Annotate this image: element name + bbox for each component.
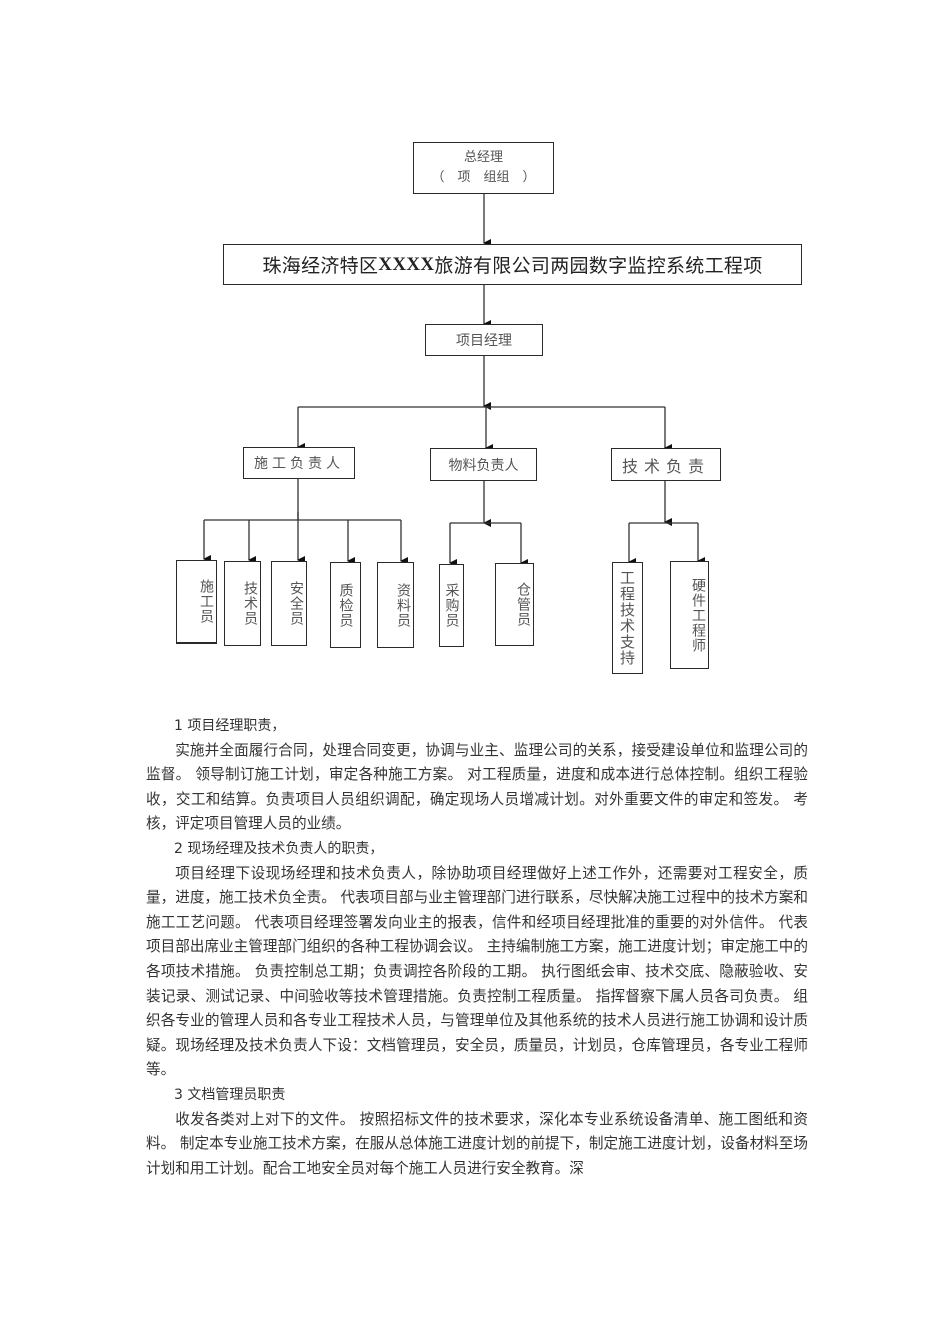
project-manager-box: 项目经理 xyxy=(425,324,543,356)
general-manager-box: 总经理 （ 项 组组 ） xyxy=(413,142,554,194)
construction-lead-label: 施工负责人 xyxy=(254,456,344,472)
general-manager-label: 总经理 xyxy=(463,150,503,165)
project-group-label: （ 项 组组 ） xyxy=(431,170,536,185)
section-body: 项目经理下设现场经理和技术负责人，除协助项目经理做好上述工作外，还需要对工程安全… xyxy=(146,864,808,1079)
role-box-technician: 技术员 xyxy=(224,561,261,646)
role-label: 安全员 xyxy=(288,581,304,626)
role-box-purchaser: 采购员 xyxy=(439,564,464,647)
role-label: 工程技术支持 xyxy=(618,570,636,666)
role-label: 资料员 xyxy=(395,582,411,628)
role-box-warehouse-keeper: 仓管员 xyxy=(495,563,534,646)
duties-text: 1 项目经理职责， 实施并全面履行合同，处理合同变更，协调与业主、监理公司的关系… xyxy=(146,714,808,1181)
section-heading: 2 现场经理及技术负责人的职责， xyxy=(174,840,384,857)
project-title-box: 珠海经济特区 XXXX 旅游有限公司两园数字监控系统工程项 xyxy=(223,244,802,285)
section-heading: 1 项目经理职责， xyxy=(174,718,286,734)
role-label: 硬件工程师 xyxy=(690,577,706,653)
section-heading: 3 文档管理员职责 xyxy=(174,1086,286,1103)
project-manager-label: 项目经理 xyxy=(456,333,512,349)
role-box-safety-officer: 安全员 xyxy=(271,561,307,646)
project-title-bold: XXXX xyxy=(378,253,435,275)
tech-lead-box: 技术负责 xyxy=(611,448,721,481)
section-body: 实施并全面履行合同，处理合同变更，协调与业主、监理公司的关系，接受建设单位和监理… xyxy=(146,741,808,833)
material-lead-box: 物料负责人 xyxy=(430,448,537,481)
section-body: 收发各类对上对下的文件。 按照招标文件的技术要求，深化本专业系统设备清单、施工图… xyxy=(146,1110,808,1177)
role-box-records-clerk: 资料员 xyxy=(377,562,414,648)
role-label: 技术员 xyxy=(242,581,258,626)
role-label: 采购员 xyxy=(443,583,460,628)
org-chart: 总经理 （ 项 组组 ） 珠海经济特区 XXXX 旅游有限公司两园数字监控系统工… xyxy=(176,142,802,674)
connector-lines xyxy=(203,193,705,567)
role-box-constructor: 施工员 xyxy=(176,560,217,644)
project-title-prefix: 珠海经济特区 xyxy=(262,255,379,277)
tech-lead-label: 技术负责 xyxy=(621,456,710,476)
role-label: 质检员 xyxy=(337,582,354,628)
material-lead-label: 物料负责人 xyxy=(448,457,519,474)
role-label: 施工员 xyxy=(198,579,214,624)
role-box-engineering-support: 工程技术支持 xyxy=(612,562,643,674)
role-box-hardware-engineer: 硬件工程师 xyxy=(670,561,709,669)
project-title-suffix: 旅游有限公司两园数字监控系统工程项 xyxy=(434,255,763,277)
role-label: 仓管员 xyxy=(515,582,531,627)
construction-lead-box: 施工负责人 xyxy=(243,447,355,479)
role-box-quality-inspector: 质检员 xyxy=(330,562,361,648)
